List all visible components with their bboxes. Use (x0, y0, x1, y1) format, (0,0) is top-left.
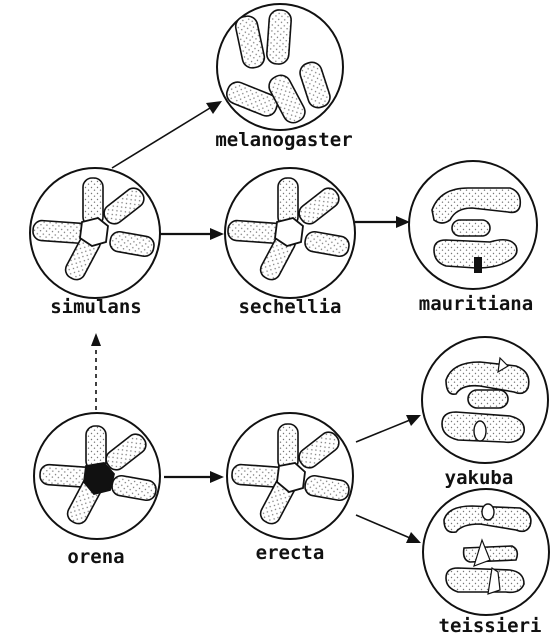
karyotype-teissieri (423, 489, 549, 615)
label-teissieri: teissieri (439, 615, 542, 637)
arrow-simulans-to-sechellia (160, 228, 224, 240)
karyotype-orena (34, 413, 160, 539)
karyotype-yakuba (422, 337, 548, 463)
arrow-simulans-to-melanogaster (112, 101, 222, 168)
label-orena: orena (67, 546, 124, 568)
arrow-erecta-to-yakuba (356, 415, 421, 442)
karyotype-erecta (227, 413, 353, 539)
label-erecta: erecta (256, 542, 325, 564)
karyotype-melanogaster (217, 4, 343, 130)
label-mauritiana: mauritiana (419, 293, 533, 315)
karyotype-mauritiana (409, 161, 537, 289)
karyotype-sechellia (225, 168, 355, 298)
label-sechellia: sechellia (239, 296, 342, 318)
arrow-orena-to-simulans-dashed (91, 333, 101, 418)
arrow-orena-to-erecta (164, 471, 224, 483)
label-melanogaster: melanogaster (215, 129, 352, 151)
label-yakuba: yakuba (445, 467, 514, 489)
arrow-erecta-to-teissieri (356, 515, 421, 543)
label-simulans: simulans (50, 296, 142, 318)
arrow-sechellia-to-mauritiana (355, 216, 410, 228)
karyotype-simulans (30, 168, 160, 298)
